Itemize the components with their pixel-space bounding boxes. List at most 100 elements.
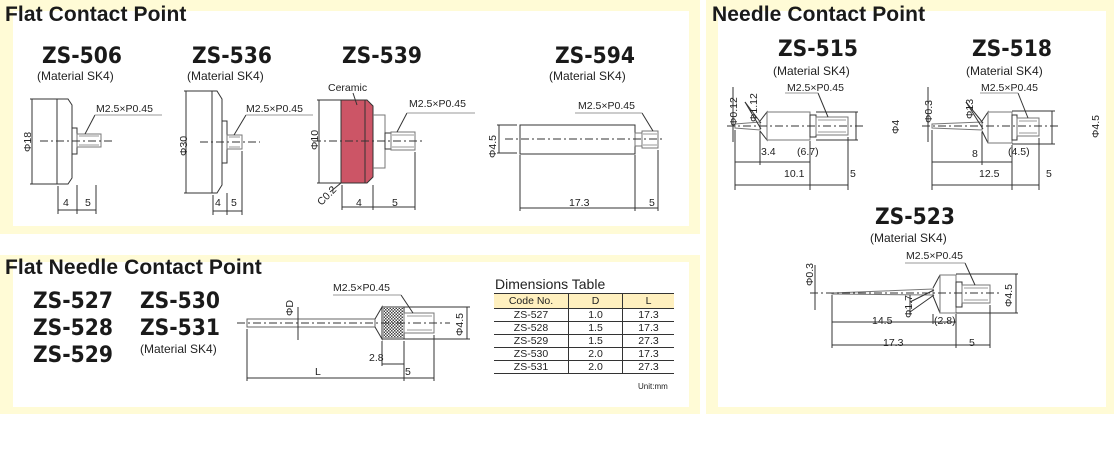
diameter-label-zs-539: Φ10 [309,129,321,150]
table-cell: 2.0 [568,360,623,374]
drawing-zs-539 [313,92,475,210]
table-cell: 17.3 [622,347,674,361]
dim-label-zs-523-d: 5 [969,337,975,349]
tip-label-zs-523: Φ0.3 [804,263,816,286]
diameter-label-flat-needle: Φ4.5 [454,313,466,336]
table-cell: 2.0 [568,347,623,361]
diameter-d-label-flat-needle: ΦD [284,300,296,316]
model-code-zs-539: ZS-539 [342,44,422,69]
table-row: ZS-528 1.5 17.3 [494,321,674,335]
table-cell: 1.0 [568,308,623,322]
drawing-zs-515 [727,87,863,190]
model-code-zs-594: ZS-594 [555,44,635,69]
drawing-zs-536 [184,90,313,215]
dimensions-table: Code No. D L ZS-527 1.0 17.3 ZS-528 1.5 … [494,293,674,374]
thread-label-zs-594: M2.5×P0.45 [578,100,635,112]
table-cell: 17.3 [622,321,674,335]
dim-label-zs-506-b: 5 [85,197,91,209]
material-flat-needle: (Material SK4) [140,342,217,356]
unit-label: Unit:mm [638,382,668,391]
table-header-code: Code No. [494,293,569,309]
drawing-flat-needle [237,294,470,381]
thread-label-flat-needle: M2.5×P0.45 [333,282,390,294]
model-code-zs-518: ZS-518 [972,37,1052,62]
thread-label-zs-523: M2.5×P0.45 [906,250,963,262]
dim-label-flat-needle-l: L [315,366,321,378]
drawing-zs-594 [497,112,665,211]
dim-label-zs-523-c: 17.3 [883,337,904,349]
material-zs-518: (Material SK4) [966,64,1043,78]
table-cell: ZS-531 [494,360,569,374]
dim-label-zs-518-c: 12.5 [979,168,1000,180]
table-cell: 1.5 [568,334,623,348]
table-row: ZS-529 1.5 27.3 [494,334,674,348]
dim-label-zs-506-a: 4 [63,197,69,209]
model-code-zs-515: ZS-515 [778,37,858,62]
thread-label-zs-536: M2.5×P0.45 [246,103,303,115]
diameter-label-zs-506: Φ18 [22,131,34,152]
model-code-zs-528: ZS-528 [33,316,113,341]
material-zs-523: (Material SK4) [870,231,947,245]
section-title-flat-contact: Flat Contact Point [5,3,187,26]
dim-label-zs-536-b: 5 [231,197,237,209]
dim-label-zs-536-a: 4 [215,197,221,209]
thread-label-zs-506: M2.5×P0.45 [96,103,153,115]
table-cell: ZS-529 [494,334,569,348]
section-title-needle-contact: Needle Contact Point [712,3,926,26]
dim-label-zs-515-d: 5 [850,168,856,180]
dimensions-table-title: Dimensions Table [495,276,606,292]
table-row: ZS-527 1.0 17.3 [494,308,674,322]
dim-label-zs-518-a: 8 [972,148,978,160]
dim-label-zs-515-b: (6.7) [797,146,819,158]
dim-label-zs-515-a: 3.4 [761,146,776,158]
dim-label-flat-needle-2-8: 2.8 [369,352,384,364]
cone-label-zs-523: Φ1.7 [903,295,915,318]
needle-contact-panel-inner [718,11,1106,407]
material-zs-594: (Material SK4) [549,69,626,83]
material-zs-515: (Material SK4) [773,64,850,78]
table-cell: ZS-530 [494,347,569,361]
tip-label-zs-518: Φ0.3 [923,100,935,123]
table-cell: 17.3 [622,308,674,322]
material-zs-536: (Material SK4) [187,69,264,83]
diameter-label-zs-536: Φ30 [178,135,190,156]
table-cell: ZS-528 [494,321,569,335]
section-title-flat-needle: Flat Needle Contact Point [5,256,262,279]
dim-label-zs-518-b: (4.5) [1008,146,1030,158]
diameter-label-zs-518: Φ4.5 [1090,115,1102,138]
model-code-zs-527: ZS-527 [33,289,113,314]
cone-label-zs-515: Φ1.12 [748,93,760,122]
table-row: ZS-530 2.0 17.3 [494,347,674,361]
dim-label-zs-594-a: 17.3 [569,197,590,209]
table-header-d: D [568,293,623,309]
thread-label-zs-539: M2.5×P0.45 [409,98,466,110]
table-cell: ZS-527 [494,308,569,322]
table-cell: 1.5 [568,321,623,335]
table-cell: 27.3 [622,334,674,348]
thread-label-zs-515: M2.5×P0.45 [787,82,844,94]
ceramic-label-zs-539: Ceramic [328,82,368,94]
model-code-zs-523: ZS-523 [875,205,955,230]
dim-label-zs-539-a: 4 [356,197,362,209]
dim-label-zs-515-c: 10.1 [784,168,805,180]
diameter-label-zs-515: Φ4 [890,119,902,134]
thread-label-zs-518: M2.5×P0.45 [981,82,1038,94]
dim-label-flat-needle-5: 5 [405,366,411,378]
dim-label-zs-518-d: 5 [1046,168,1052,180]
dim-label-zs-539-b: 5 [392,197,398,209]
dim-label-zs-523-b: (2.8) [934,315,956,327]
drawing-zs-523 [810,262,1018,348]
material-zs-506: (Material SK4) [37,69,114,83]
model-code-zs-536: ZS-536 [192,44,272,69]
tip-label-zs-515: Φ0.12 [728,97,740,126]
dim-label-zs-523-a: 14.5 [872,315,893,327]
model-code-zs-506: ZS-506 [42,44,122,69]
dim-label-zs-594-b: 5 [649,197,655,209]
cone-label-zs-518: Φ13 [964,98,976,119]
diameter-label-zs-523: Φ4.5 [1003,284,1015,307]
model-code-zs-530: ZS-530 [140,289,220,314]
drawing-zs-506 [30,98,162,214]
table-row: ZS-531 2.0 27.3 [494,360,674,374]
table-cell: 27.3 [622,360,674,374]
model-code-zs-529: ZS-529 [33,343,113,368]
